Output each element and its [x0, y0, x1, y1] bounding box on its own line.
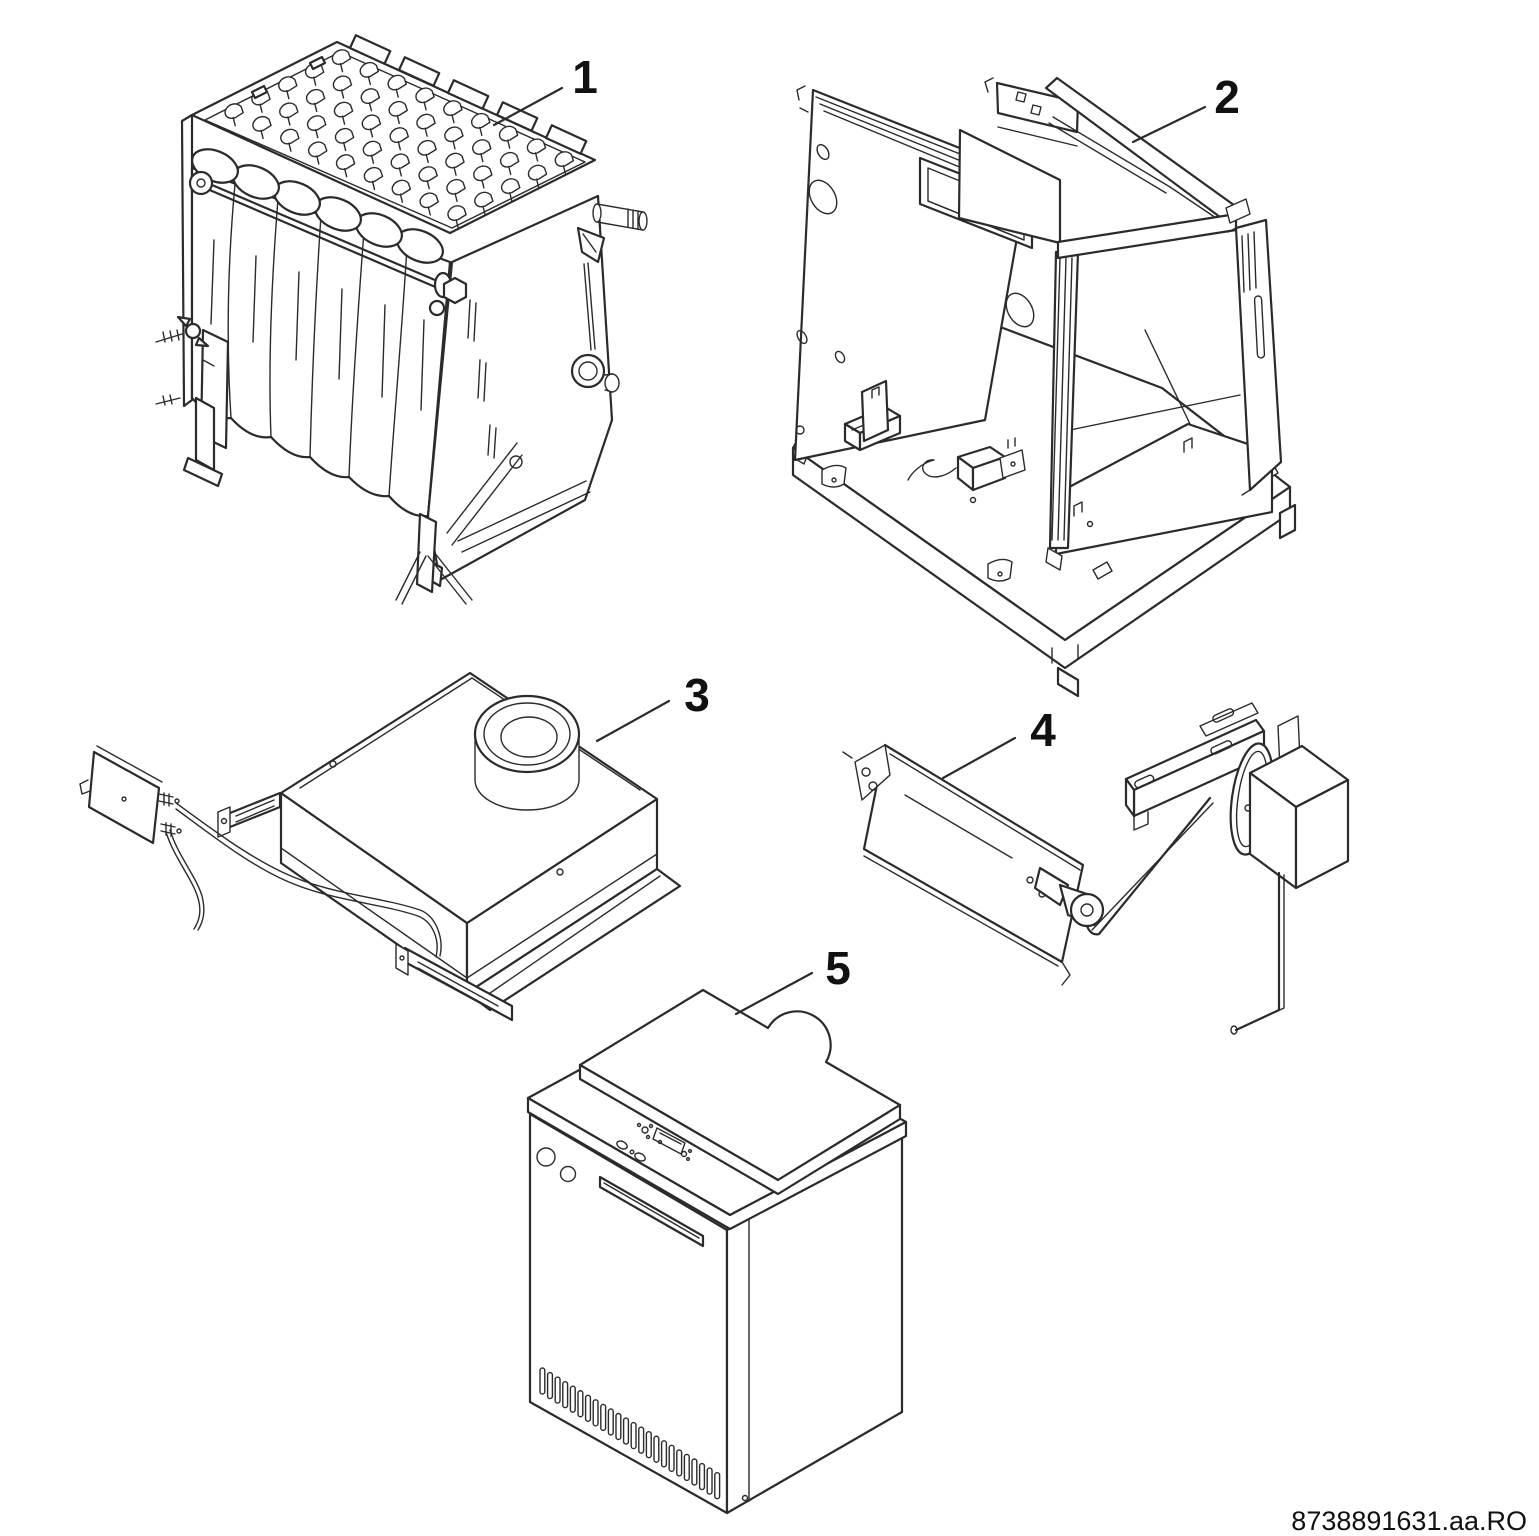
callout-2-label: 2: [1214, 71, 1240, 123]
callout-5-label: 5: [825, 942, 851, 994]
section-hubs: [191, 148, 444, 264]
callout-1-label: 1: [572, 51, 598, 103]
callout-4: 4: [941, 704, 1056, 780]
part-4-damper-assembly: [842, 702, 1350, 1035]
part-3-draft-hood: [79, 671, 682, 1022]
callout-1: 1: [492, 51, 598, 127]
callout-2: 2: [1131, 71, 1240, 144]
ventilation-louvres: [539, 1367, 721, 1500]
callout-4-label: 4: [1030, 704, 1056, 756]
callout-5: 5: [734, 942, 851, 1016]
callouts: 1 2 3 4 5: [492, 51, 1240, 1016]
part-1-heat-exchanger-block: [155, 34, 648, 605]
callout-3: 3: [595, 669, 710, 743]
part-5-casing: [526, 988, 908, 1515]
heat-exchanger-fins: [224, 49, 575, 229]
part-2-combustion-chamber-frame: [791, 76, 1297, 698]
control-panel-icons: [616, 1122, 693, 1162]
top-edge-blocks: [348, 34, 588, 155]
document-code: 8738891631.aa.RO: [1291, 1506, 1527, 1536]
callout-3-label: 3: [684, 669, 710, 721]
